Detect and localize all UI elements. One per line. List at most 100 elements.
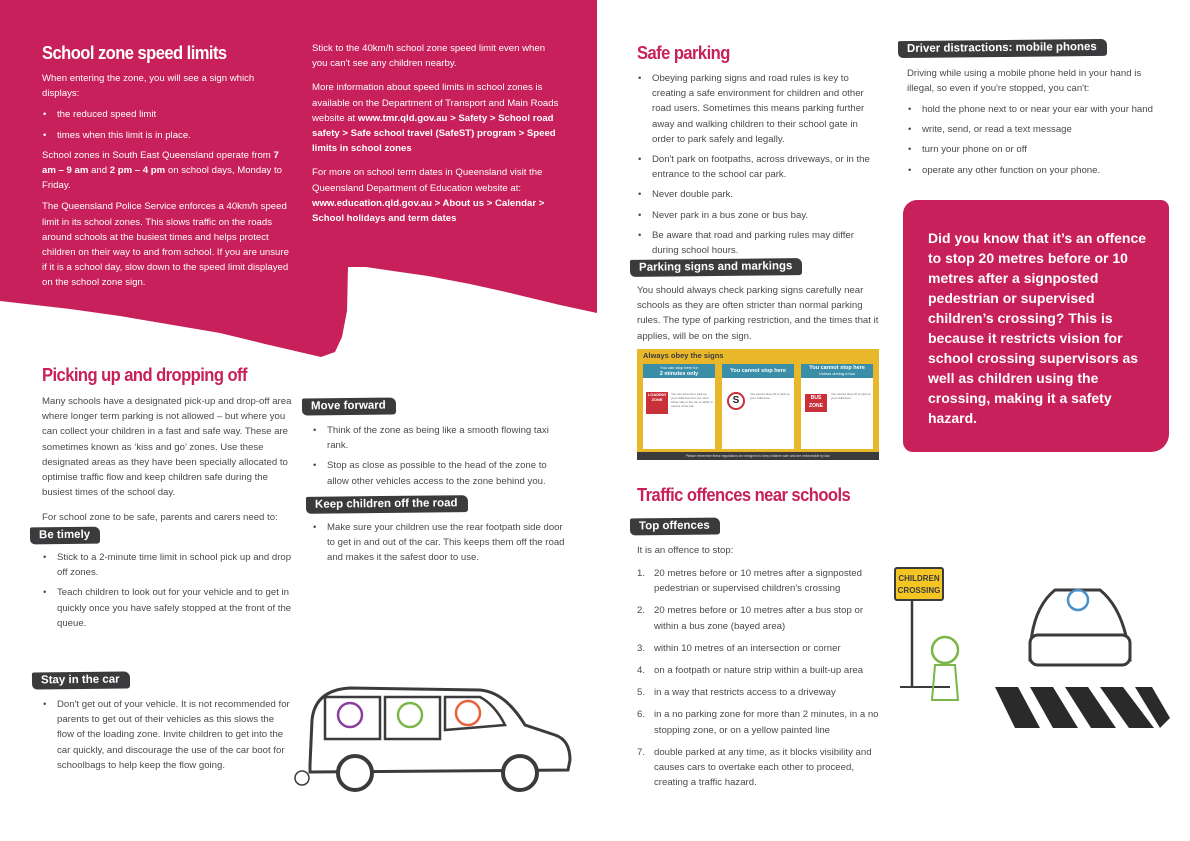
pickup-intro: Many schools have a designated pick-up a… <box>42 396 292 499</box>
bus-zone-sign: BUS ZONE <box>805 394 827 412</box>
graphic-heading: Always obey the signs <box>643 351 724 360</box>
stay-in-car-tag: Stay in the car <box>31 671 130 690</box>
list-item: Obeying parking signs and road rules is … <box>637 71 882 147</box>
safe-parking-section: Safe parking Obeying parking signs and r… <box>637 42 882 263</box>
callout-text: Did you know that it’s an offence to sto… <box>928 230 1147 426</box>
list-item: write, send, or read a text message <box>907 122 1172 137</box>
did-you-know-callout: Did you know that it’s an offence to sto… <box>903 200 1169 452</box>
police-paragraph: The Queensland Police Service enforces a… <box>42 201 289 289</box>
distractions-intro: Driving while using a mobile phone held … <box>907 68 1142 95</box>
stay-in-car-list: Don't get out of your vehicle. It is not… <box>42 697 292 778</box>
panel-note: You can drop off or pick up your child h… <box>671 392 713 408</box>
panel-note: You cannot drop off or pick up your chil… <box>831 392 871 400</box>
hours-paragraph: School zones in South East Queensland op… <box>42 148 292 194</box>
list-item: 7. double parked at any time, as it block… <box>637 745 887 791</box>
text: Unless driving a bus <box>818 371 856 376</box>
number: 6. <box>637 709 646 721</box>
text: on a footpath or nature strip within a b… <box>654 665 864 677</box>
text: in a no parking zone for more than 2 min… <box>654 709 879 736</box>
parking-signs-text: You should always check parking signs ca… <box>637 285 879 342</box>
list-item: Don't park on footpaths, across driveway… <box>637 152 882 182</box>
move-forward-list: Think of the zone as being like a smooth… <box>312 423 567 494</box>
list-item: Stick to a 2-minute time limit in school… <box>42 550 292 580</box>
top-offences-tag: Top offences <box>629 517 720 536</box>
parking-signs-tag: Parking signs and markings <box>629 258 803 277</box>
list-item: 1. 20 metres before or 10 metres after a … <box>637 566 887 596</box>
text: within 10 metres of an intersection or c… <box>654 642 841 654</box>
text: and <box>88 165 110 177</box>
parking-signs-graphic: Always obey the signs You can stop here … <box>637 349 879 460</box>
list-item: Make sure your children use the rear foo… <box>312 520 567 566</box>
move-forward-tag: Move forward <box>301 397 396 416</box>
tmr-link[interactable]: www.tmr.qld.gov.au > Safety > School roa… <box>312 112 556 155</box>
text: on school days, Monday to Friday. <box>42 165 282 192</box>
morning-hours: 7 am – 9 am <box>42 149 279 177</box>
sign-panel: You cannot stop here S You cannot drop o… <box>722 364 794 449</box>
education-link[interactable]: www.education.qld.gov.au > About us > Ca… <box>312 197 545 225</box>
list-item: times when this limit is in place. <box>42 128 292 143</box>
text: You can stop here for <box>660 365 698 370</box>
list-item: 6. in a no parking zone for more than 2 m… <box>637 707 887 737</box>
list-item: 3. within 10 metres of an intersection or… <box>637 641 887 656</box>
list-item: 5. in a way that restricts access to a dr… <box>637 685 887 700</box>
more-info-paragraph: More information about speed limits in s… <box>312 80 562 156</box>
no-stopping-sign: S <box>727 392 745 410</box>
car-with-children-illustration <box>294 686 572 792</box>
list-item: hold the phone next to or near your ear … <box>907 102 1172 117</box>
term-dates-paragraph: For more on school term dates in Queensl… <box>312 165 562 226</box>
keep-children-list: Make sure your children use the rear foo… <box>312 520 567 571</box>
text: in a way that restricts access to a driv… <box>654 687 836 699</box>
panel-note: You cannot drop off or pick up your chil… <box>750 392 790 400</box>
sign-text-line-1: CHILDREN <box>898 574 940 583</box>
speed-limits-column-2: Stick to the 40km/h school zone speed li… <box>312 41 562 232</box>
keep-children-tag: Keep children off the road <box>305 495 468 514</box>
text: 20 metres before or 10 metres after a si… <box>654 568 862 595</box>
pickup-section: Picking up and dropping off Many schools… <box>42 364 292 532</box>
offences-list: 1. 20 metres before or 10 metres after a … <box>637 566 887 797</box>
sign-text-line-2: CROSSING <box>898 586 941 595</box>
text: School zones in South East Queensland op… <box>42 149 274 161</box>
number: 3. <box>637 642 646 654</box>
text: For more on school term dates in Queensl… <box>312 167 543 194</box>
distractions-list: hold the phone next to or near your ear … <box>907 102 1172 183</box>
list-item: Don't get out of your vehicle. It is not… <box>42 697 292 773</box>
number: 7. <box>637 746 646 758</box>
stick-paragraph: Stick to the 40km/h school zone speed li… <box>312 43 546 70</box>
pickup-need: For school zone to be safe, parents and … <box>42 512 278 524</box>
be-timely-tag: Be timely <box>29 526 101 545</box>
number: 5. <box>637 687 646 699</box>
list-item: operate any other function on your phone… <box>907 163 1172 178</box>
panel-head: You cannot stop here <box>722 364 794 378</box>
text: 20 metres before or 10 metres after a bu… <box>654 605 864 632</box>
text: double parked at any time, as it blocks … <box>654 746 872 789</box>
number: 1. <box>637 568 646 579</box>
list-item: the reduced speed limit <box>42 107 292 122</box>
list-item: Never park in a bus zone or bus bay. <box>637 208 882 223</box>
offences-section: Traffic offences near schools <box>637 484 882 506</box>
text: 2 minutes only <box>659 371 699 377</box>
list-item: 2. 20 metres before or 10 metres after a … <box>637 603 887 633</box>
offences-title: Traffic offences near schools <box>637 485 851 505</box>
number: 2. <box>637 605 646 617</box>
speed-limits-section: School zone speed limits When entering t… <box>42 42 292 297</box>
offences-intro: It is an offence to stop: <box>637 545 734 556</box>
list-item: Think of the zone as being like a smooth… <box>312 423 567 453</box>
speed-limits-title: School zone speed limits <box>42 43 227 63</box>
text: More information about speed limits in s… <box>312 82 559 124</box>
list-item: turn your phone on or off <box>907 142 1172 157</box>
text: You cannot stop here <box>809 365 865 371</box>
list-item: Teach children to look out for your vehi… <box>42 585 292 631</box>
be-timely-list: Stick to a 2-minute time limit in school… <box>42 550 292 636</box>
safe-parking-title: Safe parking <box>637 43 730 63</box>
list-item: 4.on a footpath or nature strip within a… <box>637 663 887 678</box>
loading-zone-sign: LOADING ZONE <box>646 392 668 414</box>
list-item: Be aware that road and parking rules may… <box>637 228 882 258</box>
pedestrian-crossing-illustration: CHILDREN CROSSING <box>894 567 1170 728</box>
graphic-footer: Please remember these regulations are de… <box>637 452 879 460</box>
driver-distractions-tag: Driver distractions: mobile phones <box>897 38 1107 59</box>
